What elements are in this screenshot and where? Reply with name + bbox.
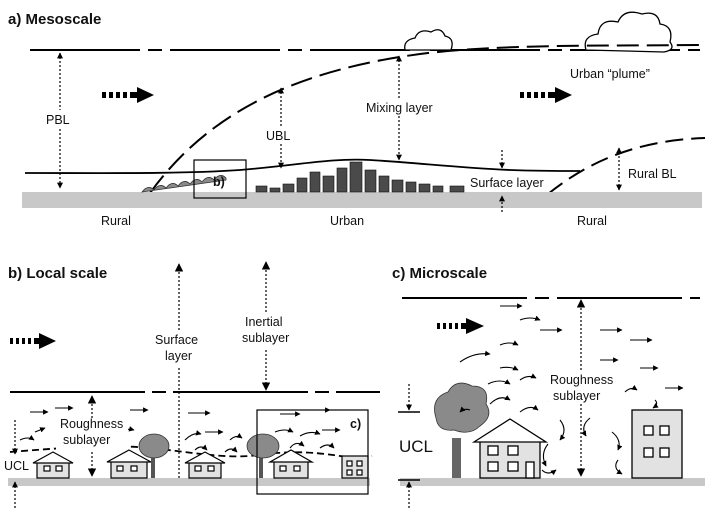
inertial-label-line2: sublayer — [242, 331, 289, 345]
rural-bl-label: Rural BL — [628, 167, 677, 181]
tree-icon — [138, 433, 170, 478]
urban-plume-label: Urban “plume” — [570, 67, 650, 81]
roughness-label-line1: Roughness — [60, 417, 123, 431]
urban-label: Urban — [330, 214, 364, 228]
flow-arrows — [459, 303, 684, 476]
panel-title: c) Microscale — [392, 265, 487, 282]
ubl-label: UBL — [266, 129, 290, 143]
ucl-label: UCL — [399, 437, 433, 456]
inset-box-b — [193, 159, 247, 199]
surface-layer-label: Surface layer — [470, 176, 544, 190]
surface-layer-line — [24, 158, 581, 175]
rural-left-label: Rural — [101, 214, 131, 228]
pbl-label: PBL — [46, 113, 70, 127]
ground-strip — [400, 478, 705, 486]
mixing-layer-label: Mixing layer — [366, 101, 433, 115]
panel-title: b) Local scale — [8, 265, 107, 282]
panel-mesoscale: a) Mesoscale — [8, 11, 706, 228]
wind-arrow-icon — [10, 333, 56, 349]
rural-vegetation — [141, 175, 227, 193]
cloud-icon — [404, 29, 453, 51]
ucl-label: UCL — [4, 459, 29, 473]
wind-arrow-icon — [102, 87, 154, 103]
inset-label-b: b) — [213, 175, 225, 189]
inset-label-c: c) — [350, 417, 361, 431]
surface-layer-label-line1: Surface — [155, 333, 198, 347]
cloud-icon — [584, 11, 673, 53]
panel-local-scale: b) Local scale — [4, 261, 380, 508]
panel-microscale: c) Microscale — [392, 265, 705, 508]
surface-layer-label-line2: layer — [165, 349, 192, 363]
tree-icon — [246, 433, 280, 478]
ground-strip — [22, 192, 702, 208]
rural-right-label: Rural — [577, 214, 607, 228]
roughness-label-line1: Roughness — [550, 373, 613, 387]
inertial-label-line1: Inertial — [245, 315, 283, 329]
building-icon — [341, 455, 369, 479]
house-icon — [184, 451, 226, 479]
city-buildings — [255, 161, 465, 193]
panel-title: a) Mesoscale — [8, 11, 101, 28]
rural-bl-line — [547, 137, 706, 195]
ubl-boundary-line — [149, 44, 701, 194]
roughness-label-line2: sublayer — [63, 433, 110, 447]
house-icon — [267, 449, 315, 479]
wind-arrow-icon — [437, 318, 484, 334]
house-icon — [471, 418, 549, 479]
ground-strip — [8, 478, 370, 486]
roughness-label-line2: sublayer — [553, 389, 600, 403]
house-icon — [106, 449, 152, 479]
wind-arrow-icon — [520, 87, 572, 103]
building-icon — [631, 409, 683, 479]
house-icon — [32, 451, 74, 479]
